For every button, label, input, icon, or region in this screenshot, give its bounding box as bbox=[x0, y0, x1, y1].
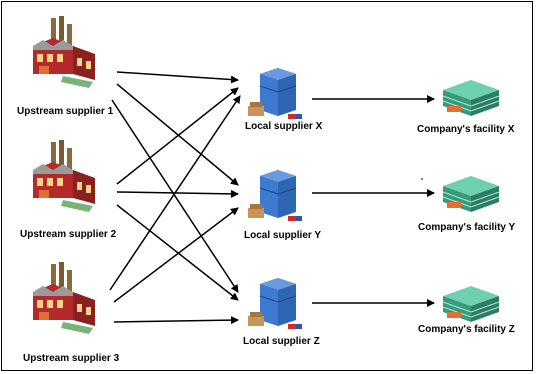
local-to-facility-arrows bbox=[312, 95, 435, 307]
facility-z-label: Company's facility Z bbox=[418, 324, 515, 335]
arrow-u1-z bbox=[111, 99, 239, 293]
warehouse-icon bbox=[247, 277, 303, 330]
arrow-u3-x bbox=[109, 95, 241, 291]
factory-icon bbox=[33, 262, 95, 334]
facility-building-icon bbox=[442, 79, 500, 117]
arrow-u1-x bbox=[116, 71, 239, 84]
facility-x-label: Company's facility X bbox=[417, 124, 515, 135]
stray-dot bbox=[421, 178, 423, 180]
local-supplier-x-label: Local supplier X bbox=[245, 121, 323, 132]
arrow-u2-x bbox=[116, 87, 239, 185]
arrow-u3-y bbox=[113, 207, 239, 303]
facility-y-label: Company's facility Y bbox=[418, 222, 516, 233]
upstream-supplier-1-label: Upstream supplier 1 bbox=[17, 106, 114, 117]
facility-building-icon bbox=[442, 285, 500, 323]
factory-icon bbox=[33, 140, 95, 212]
arrow-u3-z bbox=[113, 316, 239, 325]
warehouse-icon bbox=[247, 67, 303, 120]
local-supplier-y-label: Local supplier Y bbox=[244, 230, 322, 241]
warehouse-icon bbox=[247, 169, 303, 222]
factory-icon bbox=[33, 16, 95, 88]
arrow-u1-y bbox=[116, 83, 239, 186]
arrow-u2-z bbox=[116, 204, 239, 301]
facility-building-icon bbox=[442, 175, 500, 213]
upstream-supplier-2-label: Upstream supplier 2 bbox=[20, 229, 117, 240]
upstream-supplier-3-label: Upstream supplier 3 bbox=[23, 353, 120, 364]
local-supplier-z-label: Local supplier Z bbox=[243, 336, 320, 347]
upstream-to-local-arrows bbox=[109, 71, 241, 325]
arrow-u2-y bbox=[116, 189, 239, 198]
